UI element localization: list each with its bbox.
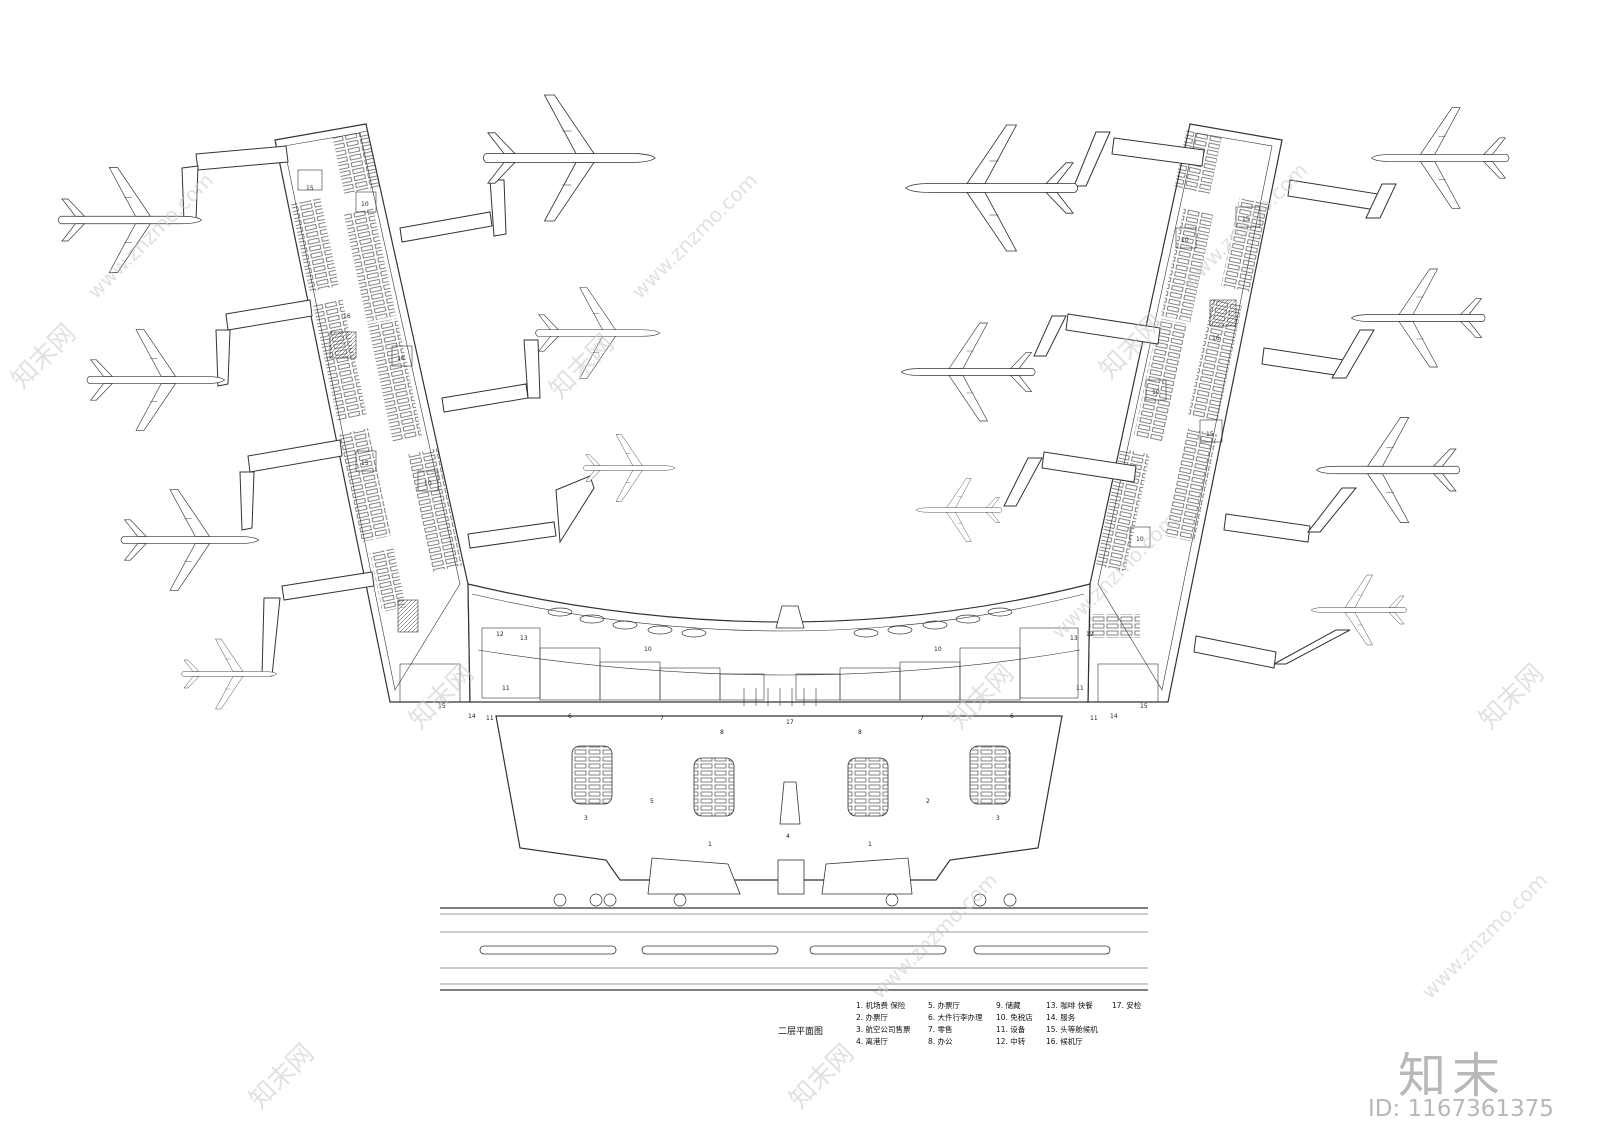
right-pier	[1087, 123, 1283, 703]
watermark-text: www.znzmo.com	[83, 168, 219, 304]
area-label: 7	[920, 715, 924, 722]
legend-item: 10. 免税店	[996, 1013, 1033, 1022]
central-concourse	[399, 583, 1159, 706]
legend-item: 7. 零售	[928, 1025, 953, 1034]
legend-item: 13. 咖啡 快餐	[1046, 1001, 1093, 1010]
area-label: 11	[1090, 715, 1098, 722]
area-label: 15	[306, 185, 314, 192]
area-label: 15	[361, 460, 369, 467]
area-label: 3	[996, 815, 1000, 822]
watermark-text: www.znzmo.com	[627, 168, 763, 304]
area-label: 12	[496, 631, 504, 638]
area-label: 15	[1242, 216, 1250, 223]
legend-item: 1. 机场费 保险	[856, 1001, 906, 1010]
legend-item: 17. 安检	[1112, 1001, 1142, 1010]
check-in-islands	[571, 745, 1011, 825]
area-label: 14	[1110, 713, 1118, 720]
area-label: 12	[1086, 631, 1094, 638]
legend-item: 6. 大件行李办理	[928, 1013, 983, 1022]
area-label: 16	[343, 313, 351, 320]
area-label: 7	[660, 715, 664, 722]
area-label: 8	[720, 729, 724, 736]
area-label: 3	[584, 815, 588, 822]
airplane-icon	[583, 434, 676, 502]
area-label: 1	[708, 841, 712, 848]
area-label: 11	[486, 715, 494, 722]
jet-bridges-left	[181, 145, 595, 677]
legend-column: 17. 安检	[1112, 1000, 1141, 1012]
left-pier-seating	[290, 129, 463, 612]
area-label: 10	[1152, 389, 1160, 396]
airplane-icon	[915, 478, 1003, 542]
area-label: 4	[786, 833, 790, 840]
legend-item: 14. 服务	[1046, 1013, 1076, 1022]
area-label: 15	[438, 703, 446, 710]
airplane-icon	[1310, 574, 1407, 646]
legend-item: 4. 离港厅	[856, 1037, 889, 1046]
area-label: 10	[644, 646, 652, 653]
airplane-icon	[86, 329, 225, 431]
area-label: 15	[1206, 431, 1214, 438]
airplane-icon	[120, 489, 259, 591]
area-label: 5	[650, 798, 654, 805]
airplane-icon	[482, 94, 656, 222]
area-label: 1	[868, 841, 872, 848]
legend-item: 5. 办票厅	[928, 1001, 961, 1010]
area-label: 11	[502, 685, 510, 692]
jet-bridges-right	[1003, 131, 1397, 669]
plan-title: 二层平面图	[778, 1027, 824, 1037]
legend-column: 9. 储藏 10. 免税店 11. 设备 12. 中转	[996, 1000, 1033, 1048]
area-label: 10	[424, 480, 432, 487]
legend-item: 15. 头等舱候机	[1046, 1025, 1098, 1034]
brand-watermark: 知末	[1398, 1048, 1507, 1104]
roadway	[440, 907, 1148, 991]
area-label: 16	[1212, 335, 1220, 342]
area-label: 11	[1076, 685, 1084, 692]
legend-item: 8. 办公	[928, 1037, 953, 1046]
area-label: 8	[858, 729, 862, 736]
left-pier	[274, 123, 471, 703]
area-label: 10	[397, 355, 405, 362]
legend-column: 1. 机场费 保险 2. 办票厅 3. 航空公司售票 4. 离港厅	[856, 1000, 911, 1048]
security-lanes	[743, 688, 817, 706]
airplane-icon	[905, 124, 1079, 252]
watermark-text: 知末网	[6, 319, 82, 395]
departure-hall	[495, 715, 1063, 907]
area-label: 14	[468, 713, 476, 720]
area-label: 10	[1136, 536, 1144, 543]
airplane-icon	[1351, 268, 1486, 368]
area-label: 2	[926, 798, 930, 805]
id-watermark: ID: 1167361375	[1368, 1096, 1554, 1122]
legend-item: 9. 储藏	[996, 1001, 1021, 1010]
legend-item: 2. 办票厅	[856, 1013, 889, 1022]
watermark-text: 知末网	[1474, 659, 1550, 735]
watermark-text: www.znzmo.com	[1417, 868, 1553, 1004]
area-label: 10	[1181, 237, 1189, 244]
watermark-text: 知末网	[244, 1039, 320, 1115]
area-labels: 15 10 10 15 10 16 15 10 16 10 15 10 10 1…	[306, 185, 1250, 848]
area-label: 17	[786, 719, 794, 726]
watermark-text: 知末网	[544, 329, 620, 405]
legend-column: 5. 办票厅 6. 大件行李办理 7. 零售 8. 办公	[928, 1000, 983, 1048]
legend-item: 3. 航空公司售票	[856, 1025, 911, 1034]
area-label: 10	[934, 646, 942, 653]
area-label: 13	[520, 635, 528, 642]
watermark-text: 知末网	[784, 1039, 860, 1115]
area-label: 13	[1070, 635, 1078, 642]
legend-item: 12. 中转	[996, 1037, 1026, 1046]
area-label: 6	[568, 713, 572, 720]
area-label: 6	[1010, 713, 1014, 720]
skylights	[547, 607, 1013, 638]
area-label: 15	[1140, 703, 1148, 710]
area-label: 10	[361, 201, 369, 208]
legend-item: 16. 候机厅	[1046, 1037, 1083, 1046]
airplane-icon	[901, 322, 1036, 422]
legend-column: 13. 咖啡 快餐 14. 服务 15. 头等舱候机 16. 候机厅	[1046, 1000, 1098, 1048]
legend-item: 11. 设备	[996, 1025, 1026, 1034]
